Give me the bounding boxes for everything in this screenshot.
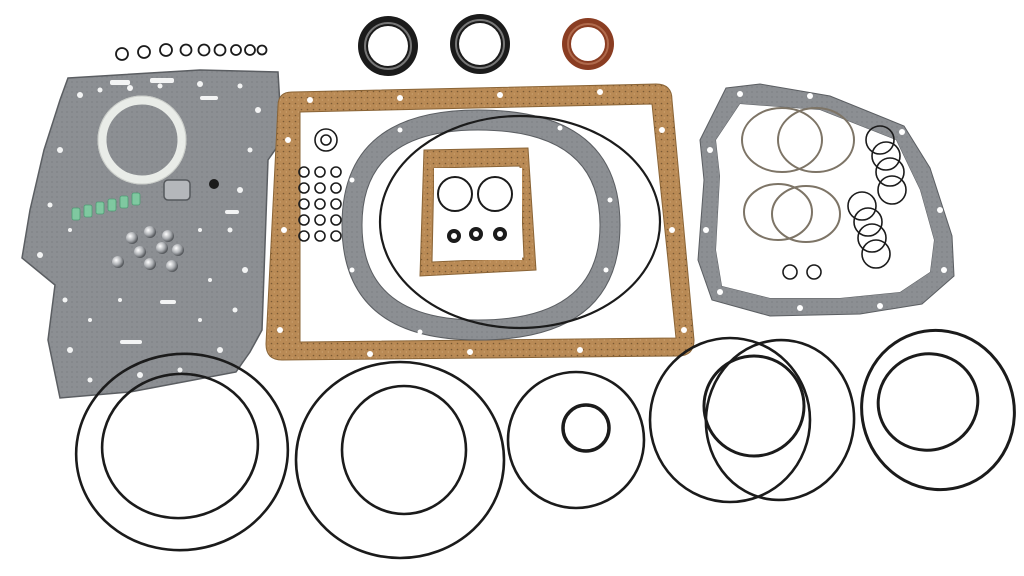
valve-body-gasket bbox=[21, 69, 283, 399]
pump-housing-gasket bbox=[341, 109, 621, 341]
extension-housing-gasket bbox=[697, 83, 955, 317]
front-seals bbox=[358, 14, 614, 76]
o-ring-grid bbox=[298, 128, 342, 242]
small-o-rings-row bbox=[115, 43, 268, 61]
large-o-rings bbox=[74, 328, 1016, 560]
pump-o-ring bbox=[378, 114, 662, 330]
valve-cover-cork-gasket bbox=[419, 147, 537, 277]
